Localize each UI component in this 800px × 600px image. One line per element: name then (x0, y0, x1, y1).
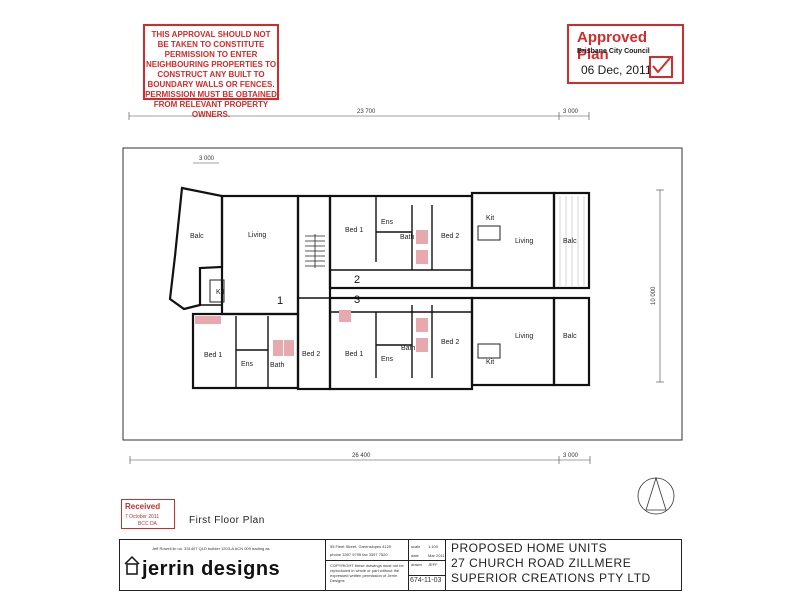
room-label-bath: Bath (400, 234, 415, 241)
copyright-notice: COPYRIGHT these drawings must not be rep… (330, 563, 404, 583)
council-name: Brisbane City Council (577, 48, 650, 55)
dim-bottom-overall: 26 400 (352, 453, 371, 459)
site-boundary (122, 147, 683, 441)
contact-line-address: 95 Fleet Street, Greenslopes 4120 (330, 544, 392, 549)
check-box-icon (649, 56, 673, 78)
room-label-bed1: Bed 1 (345, 351, 363, 358)
unit-number-3: 3 (354, 294, 360, 306)
received-date: 7 October 2011 (125, 514, 160, 520)
dim-top-right: 3 000 (563, 109, 579, 115)
meta-date-label: date (411, 553, 419, 558)
project-address: 27 CHURCH ROAD ZILLMERE (451, 556, 632, 570)
north-arrow-icon (637, 476, 675, 515)
room-label-ens: Ens (381, 356, 394, 363)
room-label-living: Living (515, 238, 533, 245)
received-label: Received (125, 502, 161, 511)
project-title: PROPOSED HOME UNITS (451, 541, 608, 555)
project-client: SUPERIOR CREATIONS PTY LTD (451, 571, 651, 585)
meta-scale-label: scale (411, 544, 421, 549)
room-label-balc: Balc (563, 333, 577, 340)
permission-notice-stamp: This approval should not be taken to con… (143, 24, 279, 119)
approved-plan-stamp: Approved Plan Brisbane City Council 06 D… (567, 24, 684, 84)
unit-numbers: 1 2 3 (277, 274, 360, 307)
meta-drawn-label: drawn (411, 562, 422, 567)
contact-line-phone: phone 3397 9795 fax 3397 7520 (330, 552, 388, 557)
received-stamp: Received 7 October 2011 BCC DA (121, 499, 175, 529)
room-label-balc: Balc (190, 233, 204, 240)
meta-date-value: Mar 2011 (428, 553, 445, 558)
unit-number-2: 2 (354, 274, 360, 286)
room-label-ens: Ens (381, 219, 394, 226)
wet-area-fills (195, 230, 428, 356)
title-block: jerrin designs Jeff Rowell lic no. 33140… (119, 539, 682, 591)
contact-line-licence: Jeff Rowell lic no. 331407 QLD builder 1… (152, 546, 270, 551)
room-label-balc: Balc (563, 238, 577, 245)
room-label-bath: Bath (270, 362, 285, 369)
received-dept: BCC DA (138, 521, 157, 527)
drawing-number: 674-11-03 (410, 577, 442, 584)
room-label-ens: Ens (241, 361, 254, 368)
balcony-hatch (559, 196, 585, 286)
kitchen-benches (209, 225, 501, 359)
meta-drawn-value: JEFF (428, 562, 438, 567)
room-label-bed1: Bed 1 (204, 352, 222, 359)
dim-top-overall: 23 700 (357, 109, 376, 115)
room-label-bed1: Bed 1 (345, 227, 363, 234)
dim-right-side: 10 000 (651, 286, 657, 305)
dim-left-balcony: 3 000 (199, 156, 215, 162)
room-label-kit: Kit (486, 359, 494, 366)
approval-date: 06 Dec, 2011 (581, 63, 652, 77)
room-label-bed2: Bed 2 (441, 233, 459, 240)
plan-title: First Floor Plan (189, 515, 265, 526)
room-labels: Balc Living Kit Bed 1 Bath Ens Bed 2 Kit… (190, 215, 577, 369)
company-logo: jerrin designs (142, 558, 281, 580)
stairs (305, 234, 325, 268)
interior-walls (199, 196, 472, 388)
dimension-labels: 23 700 3 000 3 000 26 400 3 000 10 000 (199, 109, 657, 459)
room-label-bath: Bath (401, 345, 416, 352)
dim-bottom-right: 3 000 (563, 453, 579, 459)
top-dimension-lines (128, 112, 664, 464)
room-label-bed2: Bed 2 (441, 339, 459, 346)
unit-number-1: 1 (277, 295, 283, 307)
house-logo-icon (124, 555, 140, 575)
room-label-kit: Kit (486, 215, 494, 222)
approved-title: Approved Plan (577, 29, 648, 63)
room-label-living: Living (248, 232, 266, 239)
meta-scale-value: 1:100 (428, 544, 439, 549)
permission-notice-text: This approval should not be taken to con… (145, 30, 277, 119)
room-label-living: Living (515, 333, 533, 340)
room-label-bed2: Bed 2 (302, 351, 320, 358)
room-label-kit: Kit (216, 289, 224, 296)
